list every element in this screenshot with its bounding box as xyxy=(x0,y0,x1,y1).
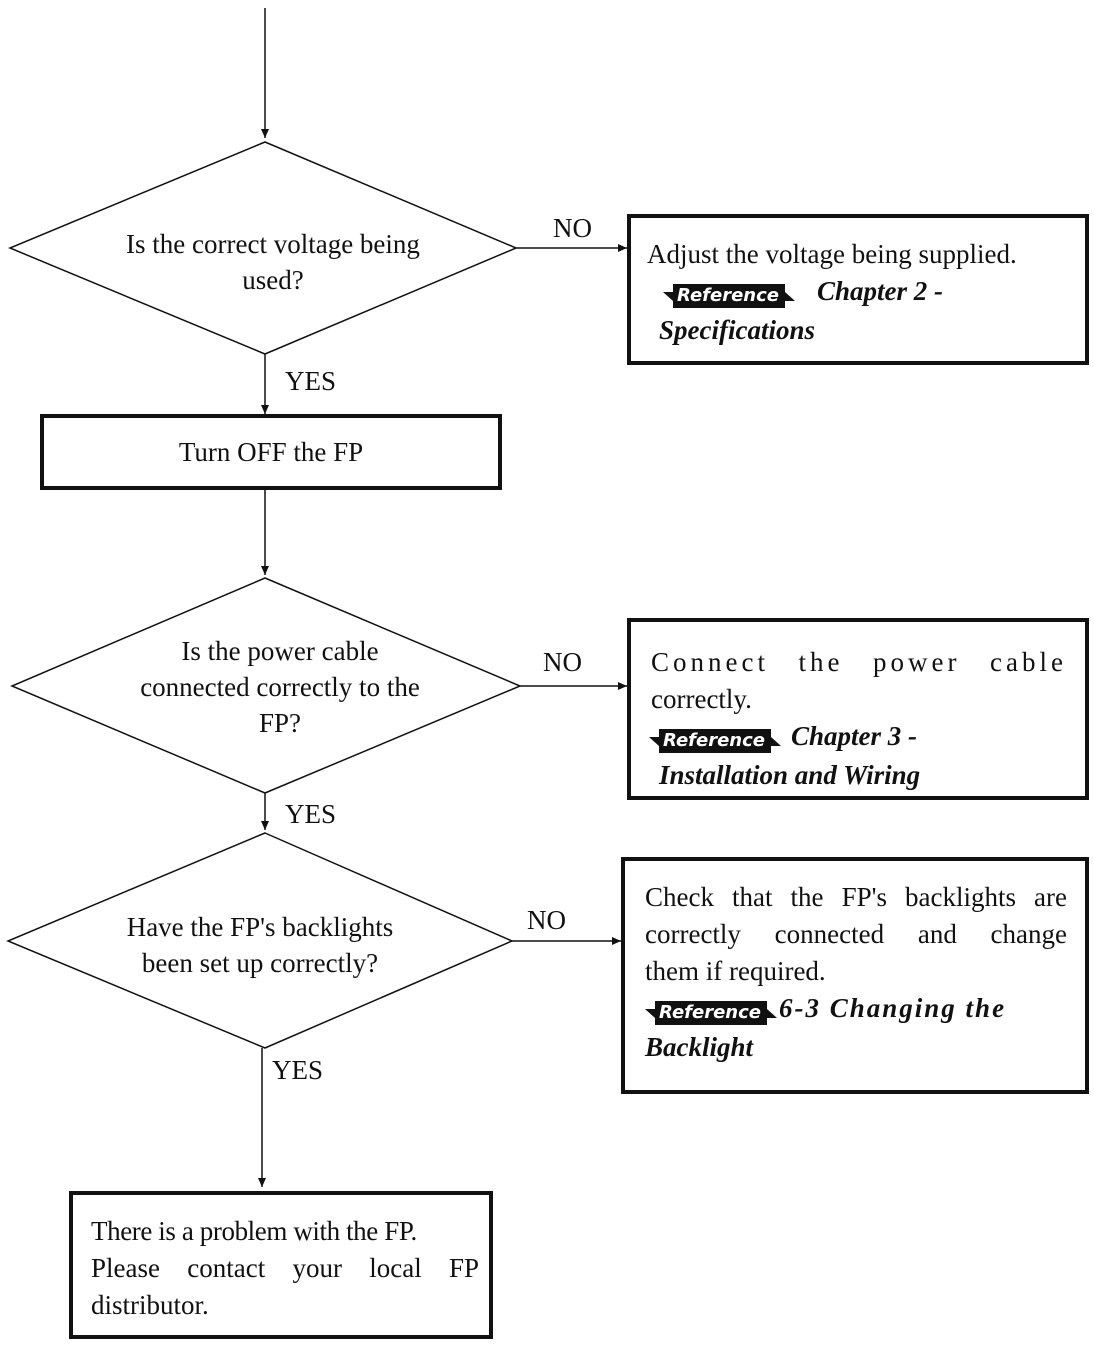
action-connect-power-cable: Connect the power cable correctly. Refer… xyxy=(627,618,1089,800)
action-backlight-ref-chapter: Backlight xyxy=(645,1032,754,1063)
action-cable-ref-chapter: Installation and Wiring xyxy=(659,760,921,791)
reference-left-triangle-icon xyxy=(663,291,673,301)
reference-left-triangle-icon xyxy=(645,1008,655,1018)
reference-left-triangle-icon xyxy=(649,736,659,746)
decision-label-backlight: Have the FP's backlights been set up cor… xyxy=(126,912,394,978)
process-turn-off-fp: Turn OFF the FP xyxy=(40,414,502,490)
edge-label-yes-2: YES xyxy=(285,799,337,829)
terminal-line1: There is a problem with the FP. xyxy=(91,1216,417,1246)
edge-label-no-2: NO xyxy=(543,647,582,677)
terminal-contact-distributor: There is a problem with the FP. Please c… xyxy=(69,1191,493,1339)
edge-label-yes-1: YES xyxy=(285,366,337,396)
terminal-line2: Please contact your local FP xyxy=(91,1253,479,1283)
decision-label-cable: Is the power cable connected correctly t… xyxy=(140,636,420,738)
reference-right-triangle-icon xyxy=(767,1008,777,1018)
edge-label-no-1: NO xyxy=(553,213,592,243)
reference-right-triangle-icon xyxy=(771,736,781,746)
decision-diamond-backlight xyxy=(6,832,514,1049)
action-backlight-line2: correctly connected and change xyxy=(645,919,1067,949)
reference-right-triangle-icon xyxy=(785,291,795,301)
reference-badge: Reference xyxy=(649,720,781,757)
action-backlight-line1: Check that the FP's backlights are xyxy=(645,882,1067,912)
action-backlight-line3: them if required. xyxy=(645,956,826,986)
action-cable-line1: Connect the power cable xyxy=(651,647,1067,677)
action-voltage-text: Adjust the voltage being supplied. xyxy=(647,239,1017,269)
action-cable-line2: correctly. xyxy=(651,684,752,714)
decision-label-voltage: Is the correct voltage being used? xyxy=(126,229,420,295)
action-voltage-ref-chapter: Specifications xyxy=(659,315,815,346)
terminal-line3: distributor. xyxy=(91,1290,209,1320)
edge-label-no-3: NO xyxy=(527,905,566,935)
reference-badge: Reference xyxy=(663,275,795,312)
edge-label-yes-3: YES xyxy=(272,1055,324,1085)
action-adjust-voltage: Adjust the voltage being supplied. Refer… xyxy=(627,214,1089,365)
process-turn-off-label: Turn OFF the FP xyxy=(178,437,364,467)
reference-badge: Reference xyxy=(645,992,777,1029)
action-check-backlights: Check that the FP's backlights are corre… xyxy=(621,857,1089,1094)
